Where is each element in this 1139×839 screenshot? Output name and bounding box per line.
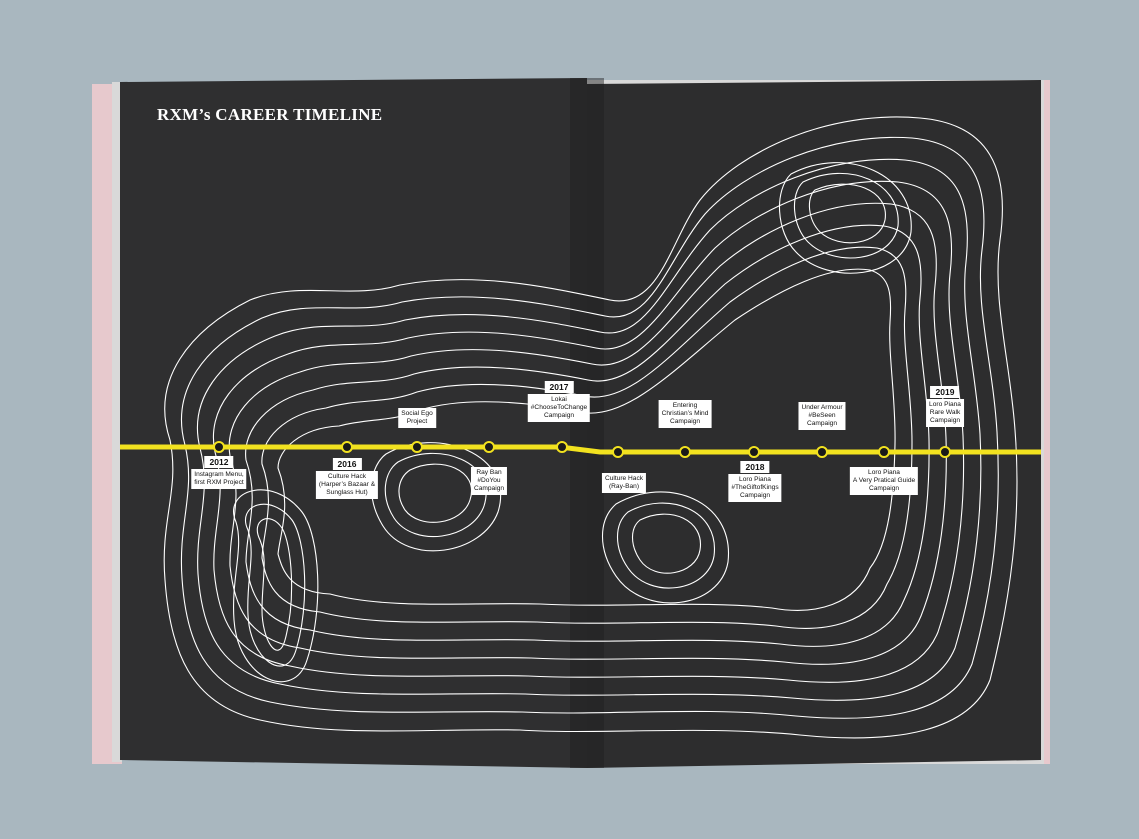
- spine-shadow: [570, 78, 604, 768]
- event-card-culture-hack-rayban: Culture Hack (Ray-Ban): [601, 473, 647, 493]
- event-card-ray-ban-doyou: Ray Ban #DoYou Campaign: [470, 467, 508, 495]
- contour-line: [601, 491, 729, 604]
- timeline-marker: [748, 446, 760, 458]
- timeline-marker: [612, 446, 624, 458]
- page-title: RXM’s CAREER TIMELINE: [157, 105, 383, 124]
- timeline-marker: [213, 441, 225, 453]
- event-label: Lokai #ChooseToChange Campaign: [527, 394, 591, 422]
- event-card-social-ego: Social Ego Project: [398, 408, 436, 428]
- contour-line: [256, 518, 293, 651]
- contour-line: [277, 268, 896, 611]
- timeline-marker: [939, 446, 951, 458]
- event-card-2016: 2016 Culture Hack (Harper’s Bazaar & Sun…: [315, 458, 379, 499]
- timeline-marker: [878, 446, 890, 458]
- event-card-christians-mind: Entering Christian’s Mind Campaign: [658, 400, 712, 428]
- event-label: Social Ego Project: [398, 408, 436, 428]
- event-card-loro-piana-guide: Loro Piana A Very Pratical Guide Campaig…: [849, 467, 919, 495]
- event-year: 2016: [332, 458, 362, 470]
- timeline-marker: [341, 441, 353, 453]
- timeline-marker: [816, 446, 828, 458]
- timeline-marker: [679, 446, 691, 458]
- event-label: Loro Piana #TheGiftofKings Campaign: [728, 474, 782, 502]
- timeline-marker: [483, 441, 495, 453]
- event-label: Loro Piana Rare Walk Campaign: [926, 399, 964, 427]
- event-card-2018: 2018 Loro Piana #TheGiftofKings Campaign: [728, 461, 782, 502]
- event-label: Under Armour #BeSeen Campaign: [798, 402, 846, 430]
- event-year: 2017: [544, 381, 574, 393]
- event-label: Entering Christian’s Mind Campaign: [658, 400, 712, 428]
- event-label: Instagram Menu, first RXM Project: [191, 469, 247, 489]
- event-label: Loro Piana A Very Pratical Guide Campaig…: [849, 467, 919, 495]
- contour-line: [245, 224, 930, 647]
- left-page-edge: [112, 82, 122, 762]
- contour-line: [398, 463, 473, 523]
- contour-line: [233, 489, 319, 683]
- event-year: 2018: [740, 461, 770, 473]
- event-label: Ray Ban #DoYou Campaign: [470, 467, 508, 495]
- event-card-2019: 2019 Loro Piana Rare Walk Campaign: [926, 386, 964, 427]
- contour-line: [196, 158, 982, 701]
- contour-line: [808, 183, 886, 244]
- contour-line: [793, 172, 899, 259]
- event-card-under-armour: Under Armour #BeSeen Campaign: [798, 402, 846, 430]
- career-timeline: [120, 441, 1041, 458]
- timeline-marker: [411, 441, 423, 453]
- event-card-2012: 2012 Instagram Menu, first RXM Project: [191, 456, 247, 489]
- event-year: 2012: [204, 456, 234, 468]
- event-label: Culture Hack (Harper’s Bazaar & Sunglass…: [315, 471, 379, 499]
- contour-line: [261, 246, 913, 629]
- contour-line: [779, 162, 912, 274]
- contour-line: [245, 503, 306, 667]
- contour-line: [631, 513, 701, 574]
- contour-line: [180, 136, 999, 719]
- event-year: 2019: [930, 386, 960, 398]
- event-label: Culture Hack (Ray-Ban): [601, 473, 647, 493]
- event-card-2017: 2017 Lokai #ChooseToChange Campaign: [527, 381, 591, 422]
- contour-line: [384, 452, 487, 538]
- contour-line: [617, 502, 715, 589]
- contour-line: [163, 116, 1018, 739]
- timeline-marker: [556, 441, 568, 453]
